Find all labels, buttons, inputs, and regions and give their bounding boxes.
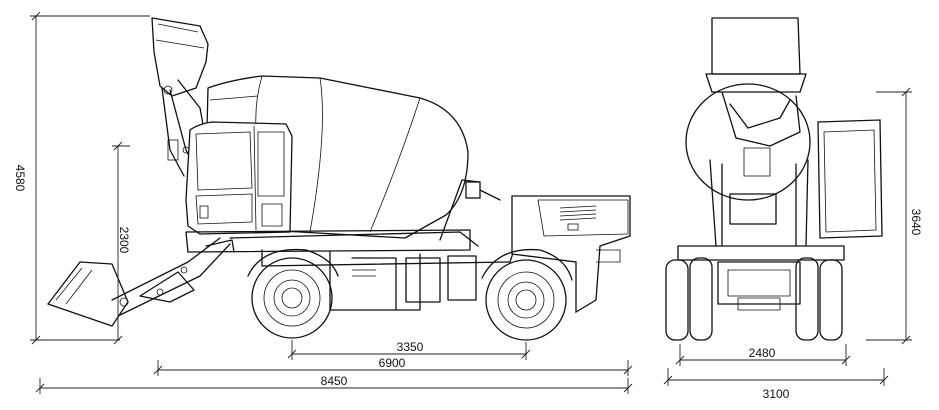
dimension-lines <box>30 11 912 394</box>
dim-overall-height: 4580 <box>13 165 27 192</box>
lowered-bucket <box>47 237 235 327</box>
dim-body-length: 6900 <box>379 356 406 370</box>
rear-body <box>511 195 631 314</box>
front-view <box>665 17 883 341</box>
dim-overall-length: 8450 <box>321 374 348 388</box>
dim-overall-width: 3100 <box>763 387 790 401</box>
dim-wheelbase: 3350 <box>397 340 424 354</box>
rear-wheel <box>481 248 573 341</box>
dim-boom-height: 2300 <box>117 227 131 254</box>
cab <box>167 121 293 235</box>
dim-track-width: 2480 <box>749 346 776 360</box>
raised-bucket <box>151 17 209 177</box>
side-view <box>47 17 631 341</box>
chassis <box>185 179 515 311</box>
dim-front-height: 3640 <box>909 209 923 236</box>
front-wheel <box>247 248 339 339</box>
